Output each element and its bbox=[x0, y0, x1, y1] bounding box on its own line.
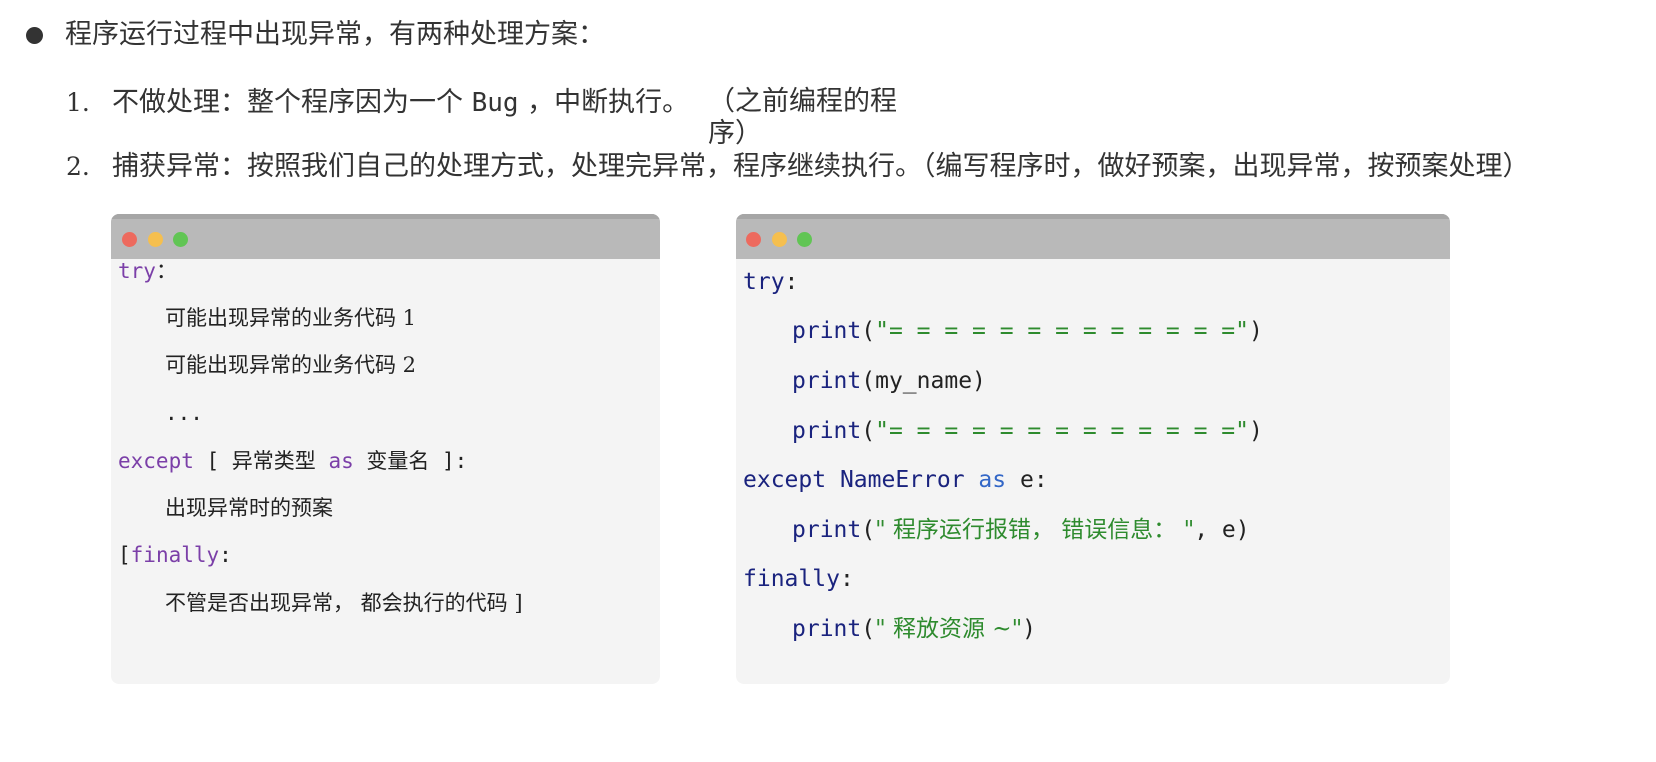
bullet-dot-icon bbox=[26, 27, 43, 44]
code-line: try: bbox=[743, 267, 798, 297]
code-line: ... bbox=[165, 401, 203, 425]
code-text: ： bbox=[155, 259, 177, 283]
close-light-icon bbox=[746, 232, 761, 247]
code-text: ) bbox=[1248, 318, 1263, 344]
example-code-window: try: print("= = = = = = = = = = = = =") … bbox=[736, 214, 1450, 684]
function-print: print bbox=[792, 517, 862, 543]
code-line: print(" 释放资源 ~") bbox=[792, 614, 1036, 644]
function-print: print bbox=[792, 368, 862, 394]
code-text: ) bbox=[1248, 418, 1263, 444]
code-line: print("= = = = = = = = = = = = =") bbox=[792, 416, 1263, 446]
keyword-finally: finally bbox=[130, 543, 220, 567]
code-text: [ bbox=[118, 543, 131, 567]
string-literal: " 释放资源 ~" bbox=[875, 616, 1023, 642]
keyword-as: as bbox=[315, 449, 367, 473]
window-titlebar bbox=[736, 214, 1450, 259]
code-line: try： bbox=[118, 257, 177, 285]
item-1-number: 1. bbox=[66, 88, 90, 117]
code-text: ( bbox=[861, 418, 876, 444]
code-line: [finally: bbox=[118, 541, 232, 569]
item-1-text-main: 不做处理：整个程序因为一个 bbox=[112, 87, 463, 118]
bullet-text: 程序运行过程中出现异常，有两种处理方案： bbox=[65, 19, 605, 50]
code-text: ) bbox=[1022, 616, 1037, 642]
code-text: ( bbox=[861, 368, 876, 394]
function-print: print bbox=[792, 318, 862, 344]
code-text: ( bbox=[861, 318, 876, 344]
code-text: ( bbox=[861, 616, 876, 642]
code-line: except NameError as e: bbox=[743, 465, 1048, 495]
code-text: [ bbox=[193, 449, 232, 473]
string-literal: " 程序运行报错， 错误信息： " bbox=[875, 517, 1195, 543]
exception-name: NameError bbox=[826, 467, 965, 493]
code-line: print(" 程序运行报错， 错误信息： ", e) bbox=[792, 515, 1250, 545]
code-text: : bbox=[219, 543, 232, 567]
code-text: 变量名 bbox=[366, 449, 430, 473]
keyword-as: as bbox=[964, 467, 1020, 493]
item-2-number: 2. bbox=[66, 152, 90, 181]
item-1-text: 不做处理：整个程序因为一个 Bug ，中断执行。 bbox=[112, 86, 689, 120]
code-text: ) bbox=[972, 368, 986, 394]
syntax-code-window: try： 可能出现异常的业务代码 1 可能出现异常的业务代码 2 ... exc… bbox=[111, 214, 660, 684]
keyword-try: try bbox=[118, 259, 156, 283]
code-text: my_name bbox=[875, 368, 973, 394]
code-text: : bbox=[1033, 467, 1048, 493]
item-1-text-after: ，中断执行。 bbox=[527, 87, 690, 118]
code-line: print("= = = = = = = = = = = = =") bbox=[792, 316, 1263, 346]
keyword-except: except bbox=[743, 467, 827, 493]
keyword-finally: finally bbox=[743, 566, 840, 592]
keyword-except: except bbox=[118, 449, 194, 473]
code-text: : bbox=[784, 269, 799, 295]
code-text: e bbox=[1019, 467, 1034, 493]
zoom-light-icon bbox=[173, 232, 188, 247]
zoom-light-icon bbox=[797, 232, 812, 247]
string-literal: "= = = = = = = = = = = = =" bbox=[875, 418, 1249, 444]
item-1-code: Bug bbox=[471, 88, 519, 118]
code-line: 可能出现异常的业务代码 1 bbox=[165, 306, 417, 330]
code-text: ]: bbox=[429, 449, 468, 473]
function-print: print bbox=[792, 418, 862, 444]
item-1-tail: （之前编程的程序） bbox=[708, 86, 897, 149]
minimize-light-icon bbox=[772, 232, 787, 247]
function-print: print bbox=[792, 616, 862, 642]
window-titlebar bbox=[111, 214, 660, 259]
item-2-text: 捕获异常：按照我们自己的处理方式，处理完异常，程序继续执行。（编写程序时，做好预… bbox=[112, 151, 1530, 182]
minimize-light-icon bbox=[148, 232, 163, 247]
code-line: 不管是否出现异常， 都会执行的代码 ] bbox=[165, 591, 523, 615]
close-light-icon bbox=[122, 232, 137, 247]
code-text: 异常类型 bbox=[231, 449, 316, 473]
code-line: 可能出现异常的业务代码 2 bbox=[165, 353, 417, 377]
code-line: except [ 异常类型 as 变量名 ]: bbox=[118, 447, 467, 475]
code-line: 出现异常时的预案 bbox=[165, 496, 333, 520]
code-text: : bbox=[839, 566, 854, 592]
code-text: , e) bbox=[1194, 517, 1250, 543]
code-line: finally: bbox=[743, 564, 854, 594]
string-literal: "= = = = = = = = = = = = =" bbox=[875, 318, 1249, 344]
code-text: ( bbox=[861, 517, 876, 543]
keyword-try: try bbox=[743, 269, 785, 295]
code-line: print(my_name) bbox=[792, 366, 986, 396]
